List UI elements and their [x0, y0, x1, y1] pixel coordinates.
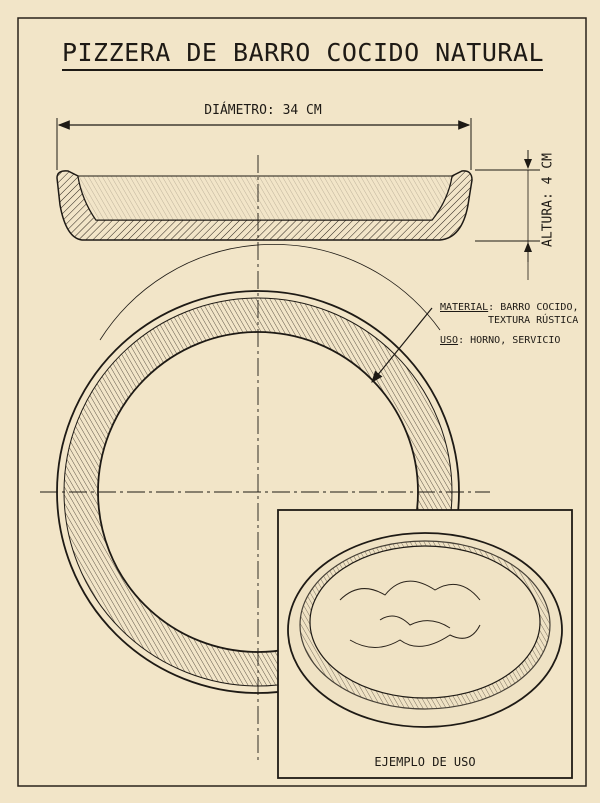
leader-line: [371, 307, 433, 383]
sheet-border: [17, 17, 587, 787]
inset-caption: EJEMPLO DE USO: [374, 755, 476, 769]
material-note: MATERIAL: BARRO COCIDO,: [440, 302, 578, 313]
diameter-label: DIÁMETRO: 34 CM: [204, 103, 322, 118]
use-value: : HORNO, SERVICIO: [458, 335, 561, 346]
page-title: PIZZERA DE BARRO COCIDO NATURAL: [61, 38, 545, 67]
material-value-2: TEXTURA RÚSTICA: [488, 315, 579, 326]
inset-box: [277, 509, 573, 779]
height-dimension: [475, 150, 540, 280]
use-label: USO: [440, 335, 459, 346]
use-note: USO: HORNO, SERVICIO: [440, 335, 560, 346]
pizza-illustration: [309, 545, 541, 699]
side-profile: [56, 170, 473, 241]
diameter-dimension: [56, 118, 472, 170]
height-label: ALTURA: 4 CM: [540, 153, 556, 247]
material-value: : BARRO COCIDO,: [488, 302, 579, 313]
material-label: MATERIAL: [440, 302, 489, 313]
